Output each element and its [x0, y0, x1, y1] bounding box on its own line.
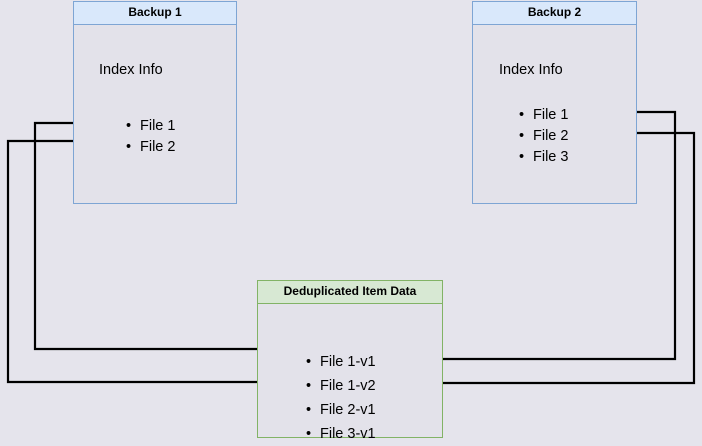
- list-item: File 1-v1: [306, 350, 376, 374]
- backup1-box[interactable]: Backup 1 Index Info File 1 File 2: [73, 1, 237, 204]
- backup1-title: Backup 1: [74, 2, 236, 25]
- backup2-file-list: File 1 File 2 File 3: [519, 105, 568, 168]
- backup1-file-list: File 1 File 2: [126, 116, 175, 158]
- list-item: File 1: [519, 105, 568, 126]
- backup1-index-label: Index Info: [99, 62, 163, 78]
- dedup-box[interactable]: Deduplicated Item Data File 1-v1 File 1-…: [257, 280, 443, 446]
- list-item: File 2: [126, 137, 175, 158]
- list-item: File 3: [519, 147, 568, 168]
- list-item: File 3-v1: [306, 422, 376, 446]
- list-item: File 2: [519, 126, 568, 147]
- list-item: File 1: [126, 116, 175, 137]
- dedup-title: Deduplicated Item Data: [258, 281, 442, 304]
- dedup-body: File 1-v1 File 1-v2 File 2-v1 File 3-v1: [258, 304, 442, 446]
- dedup-item-list: File 1-v1 File 1-v2 File 2-v1 File 3-v1: [306, 350, 376, 446]
- backup1-body: Index Info File 1 File 2: [74, 25, 236, 203]
- backup2-index-label: Index Info: [499, 62, 563, 78]
- backup2-body: Index Info File 1 File 2 File 3: [473, 25, 636, 203]
- backup2-box[interactable]: Backup 2 Index Info File 1 File 2 File 3: [472, 1, 637, 204]
- list-item: File 1-v2: [306, 374, 376, 398]
- backup2-title: Backup 2: [473, 2, 636, 25]
- list-item: File 2-v1: [306, 398, 376, 422]
